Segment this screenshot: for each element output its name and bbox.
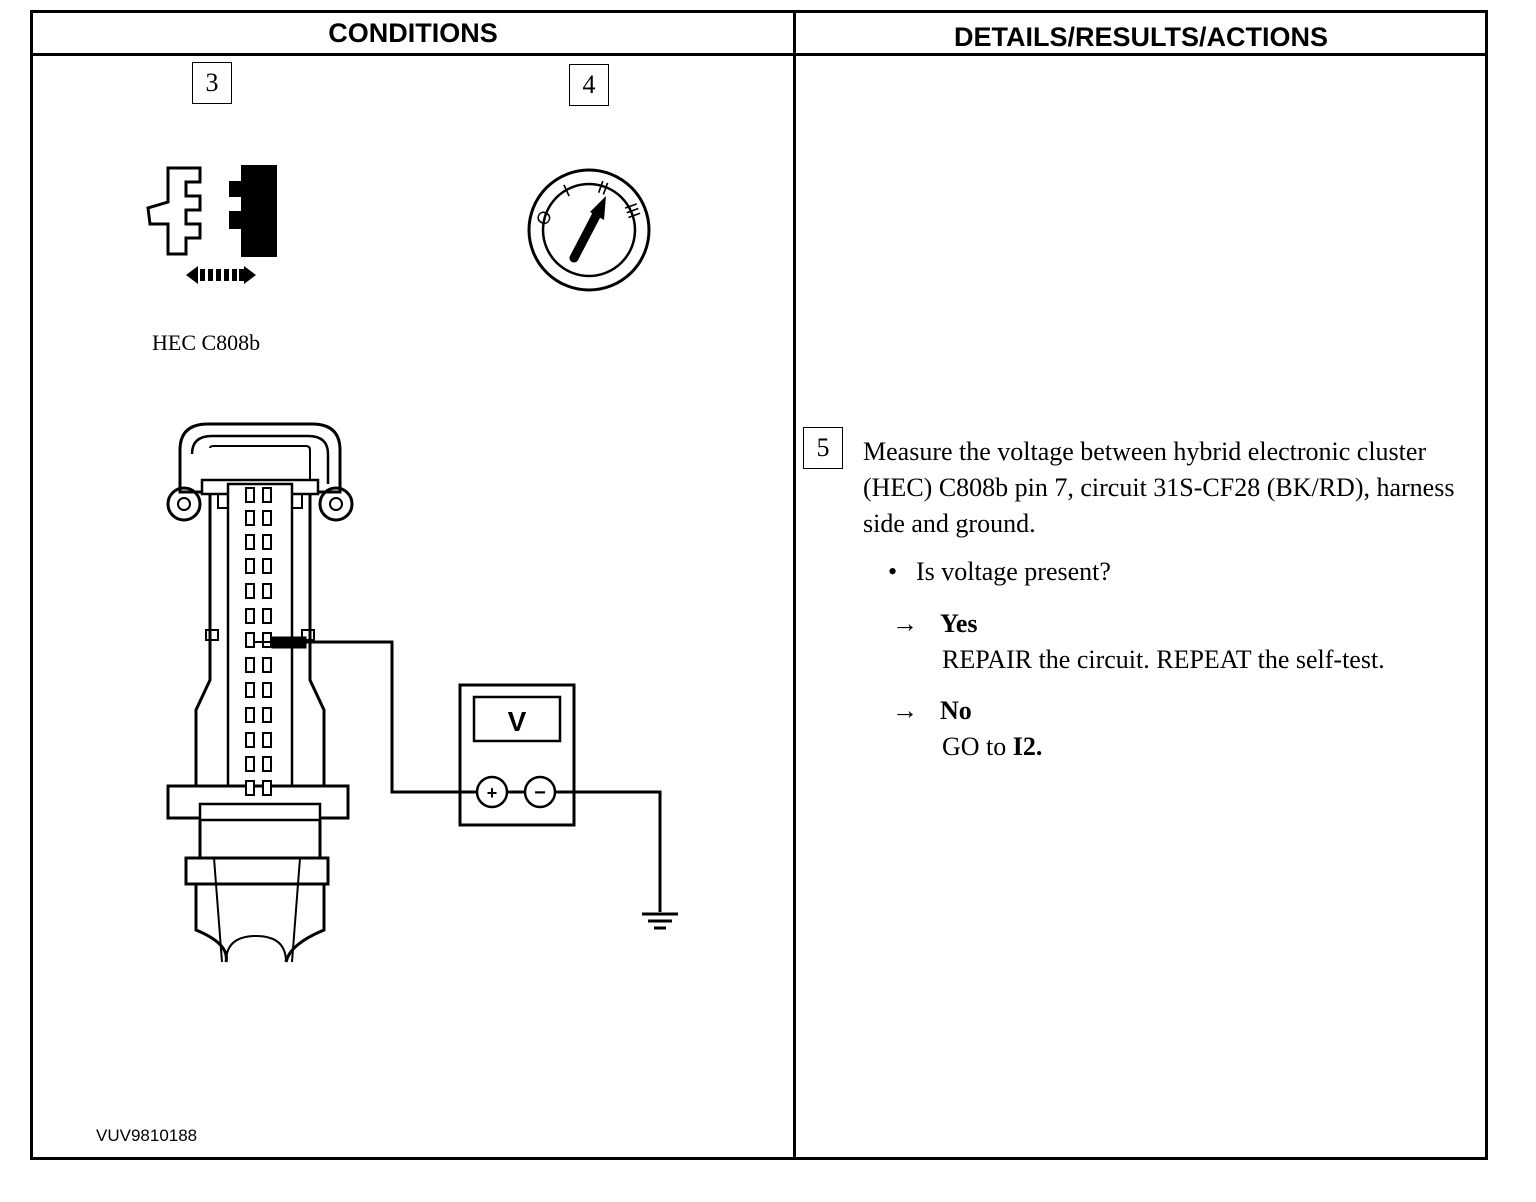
- result-yes-label: Yes: [940, 609, 978, 638]
- hec-c808b-connector-diagram: [166, 422, 354, 963]
- positive-terminal-label: +: [487, 783, 498, 803]
- test-lead-wiring: [254, 636, 662, 912]
- result-yes-action: REPAIR the circuit. REPEAT the self-test…: [942, 645, 1385, 674]
- result-no-action: GO to I2.: [892, 729, 1042, 765]
- connector-pin-cavities: [245, 487, 272, 796]
- column-divider: [793, 13, 796, 1157]
- negative-terminal-label: −: [534, 782, 546, 804]
- question-text: Is voltage present?: [916, 557, 1111, 586]
- question-bullet: • Is voltage present?: [888, 557, 1111, 587]
- disconnect-connector-icon: [146, 165, 277, 284]
- figure-id: VUV9810188: [96, 1126, 198, 1145]
- bullet-dot: •: [888, 557, 898, 586]
- arrow-icon: →: [892, 696, 918, 725]
- details-header: DETAILS/RESULTS/ACTIONS: [953, 22, 1328, 52]
- voltmeter-icon: V + −: [458, 683, 576, 827]
- result-yes: → Yes REPAIR the circuit. REPEAT the self…: [892, 606, 1385, 678]
- step-5-box: 5: [803, 427, 843, 469]
- ignition-pos-start: III: [620, 200, 644, 221]
- result-no-label: No: [940, 696, 972, 725]
- step-4-box: 4: [569, 64, 609, 106]
- step-instruction: Measure the voltage between hybrid elect…: [863, 437, 1455, 538]
- ground-symbol-icon: [642, 912, 678, 930]
- test-step-table: CONDITIONS DETAILS/RESULTS/ACTIONS: [30, 10, 1488, 1160]
- connector-label: HEC C808b: [152, 330, 261, 355]
- voltmeter-label: V: [508, 706, 527, 737]
- step-3-box: 3: [192, 62, 232, 104]
- conditions-header: CONDITIONS: [328, 18, 498, 48]
- result-no: → No GO to I2.: [892, 693, 1042, 765]
- result-no-action-text: GO to: [942, 732, 1013, 761]
- arrow-icon: →: [892, 609, 918, 638]
- ignition-switch-icon: O I II III: [527, 168, 651, 292]
- header-divider: [33, 53, 1485, 56]
- result-no-action-ref: I2.: [1012, 732, 1043, 761]
